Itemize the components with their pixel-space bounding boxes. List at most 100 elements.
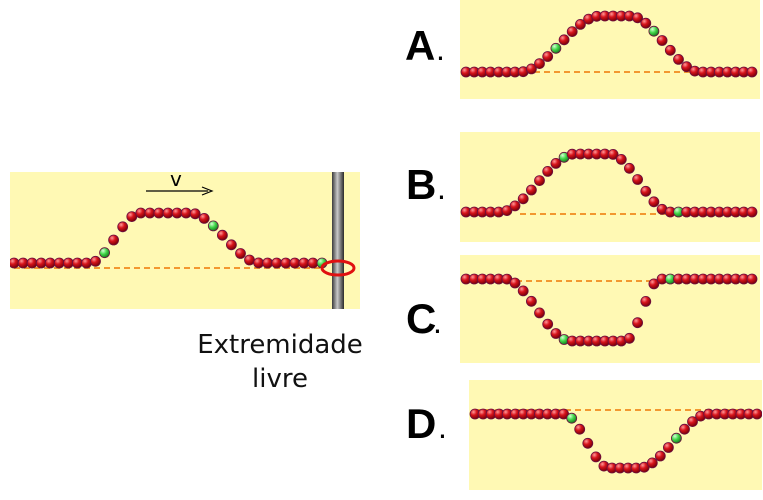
option-d-dot: . <box>438 409 447 445</box>
option-d-rope <box>469 408 762 474</box>
rope-bead <box>632 12 644 24</box>
marked-bead <box>99 247 110 259</box>
rope-bead <box>640 185 652 197</box>
rope-bead <box>244 254 255 266</box>
rope-bead <box>35 257 47 269</box>
rope-bead <box>517 285 529 297</box>
rope-bead <box>751 408 762 420</box>
rope-bead <box>225 239 237 251</box>
rope-bead <box>615 153 627 165</box>
option-b-dot: . <box>437 170 446 206</box>
rope-bead <box>575 18 586 30</box>
option-b-panel[interactable] <box>460 132 760 242</box>
rope-bead <box>17 257 29 269</box>
rope-bead <box>198 213 210 224</box>
rope-bead <box>623 162 635 174</box>
velocity-label: v <box>170 167 182 191</box>
marked-bead <box>550 42 562 54</box>
rope-bead <box>664 44 676 56</box>
option-d-letter[interactable]: D <box>406 400 437 447</box>
rope-bead <box>53 257 65 269</box>
rope-bead <box>271 257 283 269</box>
option-a-panel[interactable] <box>460 0 760 99</box>
velocity-arrowhead <box>201 186 214 196</box>
rope-bead <box>623 332 635 344</box>
rope-bead <box>262 257 274 269</box>
rope-bead <box>307 257 319 269</box>
rope-bead <box>162 207 174 219</box>
rope-bead <box>108 234 119 246</box>
option-c-rope <box>460 273 758 347</box>
rope-bead <box>681 61 693 73</box>
rope-bead <box>550 328 562 339</box>
free-end-pole <box>332 172 344 309</box>
rope-bead <box>517 193 529 205</box>
option-b-letter[interactable]: B <box>406 161 437 208</box>
rope-bead <box>44 257 56 269</box>
rope-bead <box>679 423 690 435</box>
rope-bead <box>656 35 668 46</box>
rope-bead <box>534 307 545 319</box>
rope-bead <box>501 205 513 216</box>
marked-bead <box>566 412 578 424</box>
option-c-panel[interactable] <box>460 255 760 363</box>
option-d-panel[interactable] <box>469 380 762 490</box>
rope-bead <box>632 174 644 185</box>
rope-bead <box>298 257 310 269</box>
rope-bead <box>117 221 129 233</box>
option-b-rope <box>460 148 758 218</box>
rope-bead <box>687 416 698 427</box>
rope-bead <box>662 442 674 453</box>
rope-bead <box>509 200 521 212</box>
rope-bead <box>526 184 537 196</box>
rope-bead <box>509 277 521 289</box>
rope-bead <box>542 318 554 330</box>
rope-bead <box>81 257 92 269</box>
rope-bead <box>746 206 758 218</box>
option-a-letter[interactable]: A <box>405 22 436 69</box>
rope-bead <box>566 26 578 38</box>
option-a-dot: . <box>436 31 445 67</box>
caption-line-2: livre <box>252 364 308 394</box>
rope-bead <box>654 450 666 462</box>
rope-bead <box>180 207 192 219</box>
rope-bead <box>216 229 228 241</box>
rope-bead <box>640 17 652 29</box>
rope-bead <box>550 157 562 169</box>
rope-bead <box>558 34 570 46</box>
main-pulse-rope <box>10 172 356 309</box>
rope-bead <box>648 196 660 208</box>
rope-bead <box>135 207 147 219</box>
rope-bead <box>526 295 537 307</box>
rope-bead <box>10 257 20 269</box>
marked-bead <box>648 25 660 37</box>
rope-bead <box>526 63 537 75</box>
option-a-rope <box>460 10 758 78</box>
rope-bead <box>648 278 660 290</box>
rope-bead <box>90 255 101 267</box>
rope-bead <box>542 166 554 177</box>
rope-bead <box>171 207 183 219</box>
free-end-ring <box>320 259 356 277</box>
rope-bead <box>189 208 201 220</box>
free-end-caption: Extremidade livre <box>190 328 370 396</box>
rope-bead <box>534 175 545 186</box>
main-pulse-panel <box>10 172 360 309</box>
rope-bead <box>235 248 246 259</box>
rope-bead <box>640 296 652 307</box>
rope-bead <box>153 207 165 219</box>
rope-bead <box>253 257 265 269</box>
rope-bead <box>126 211 138 222</box>
rope-bead <box>534 58 545 69</box>
rope-bead <box>632 317 644 329</box>
rope-bead <box>63 257 74 269</box>
rope-bead <box>590 451 602 463</box>
rope-bead <box>26 257 38 269</box>
rope-bead <box>542 51 554 62</box>
rope-bead <box>574 423 586 435</box>
marked-bead <box>207 220 219 232</box>
rope-bead <box>289 257 301 269</box>
rope-bead <box>746 66 758 78</box>
rope-bead <box>746 273 758 285</box>
option-c-letter[interactable]: C <box>406 295 437 342</box>
